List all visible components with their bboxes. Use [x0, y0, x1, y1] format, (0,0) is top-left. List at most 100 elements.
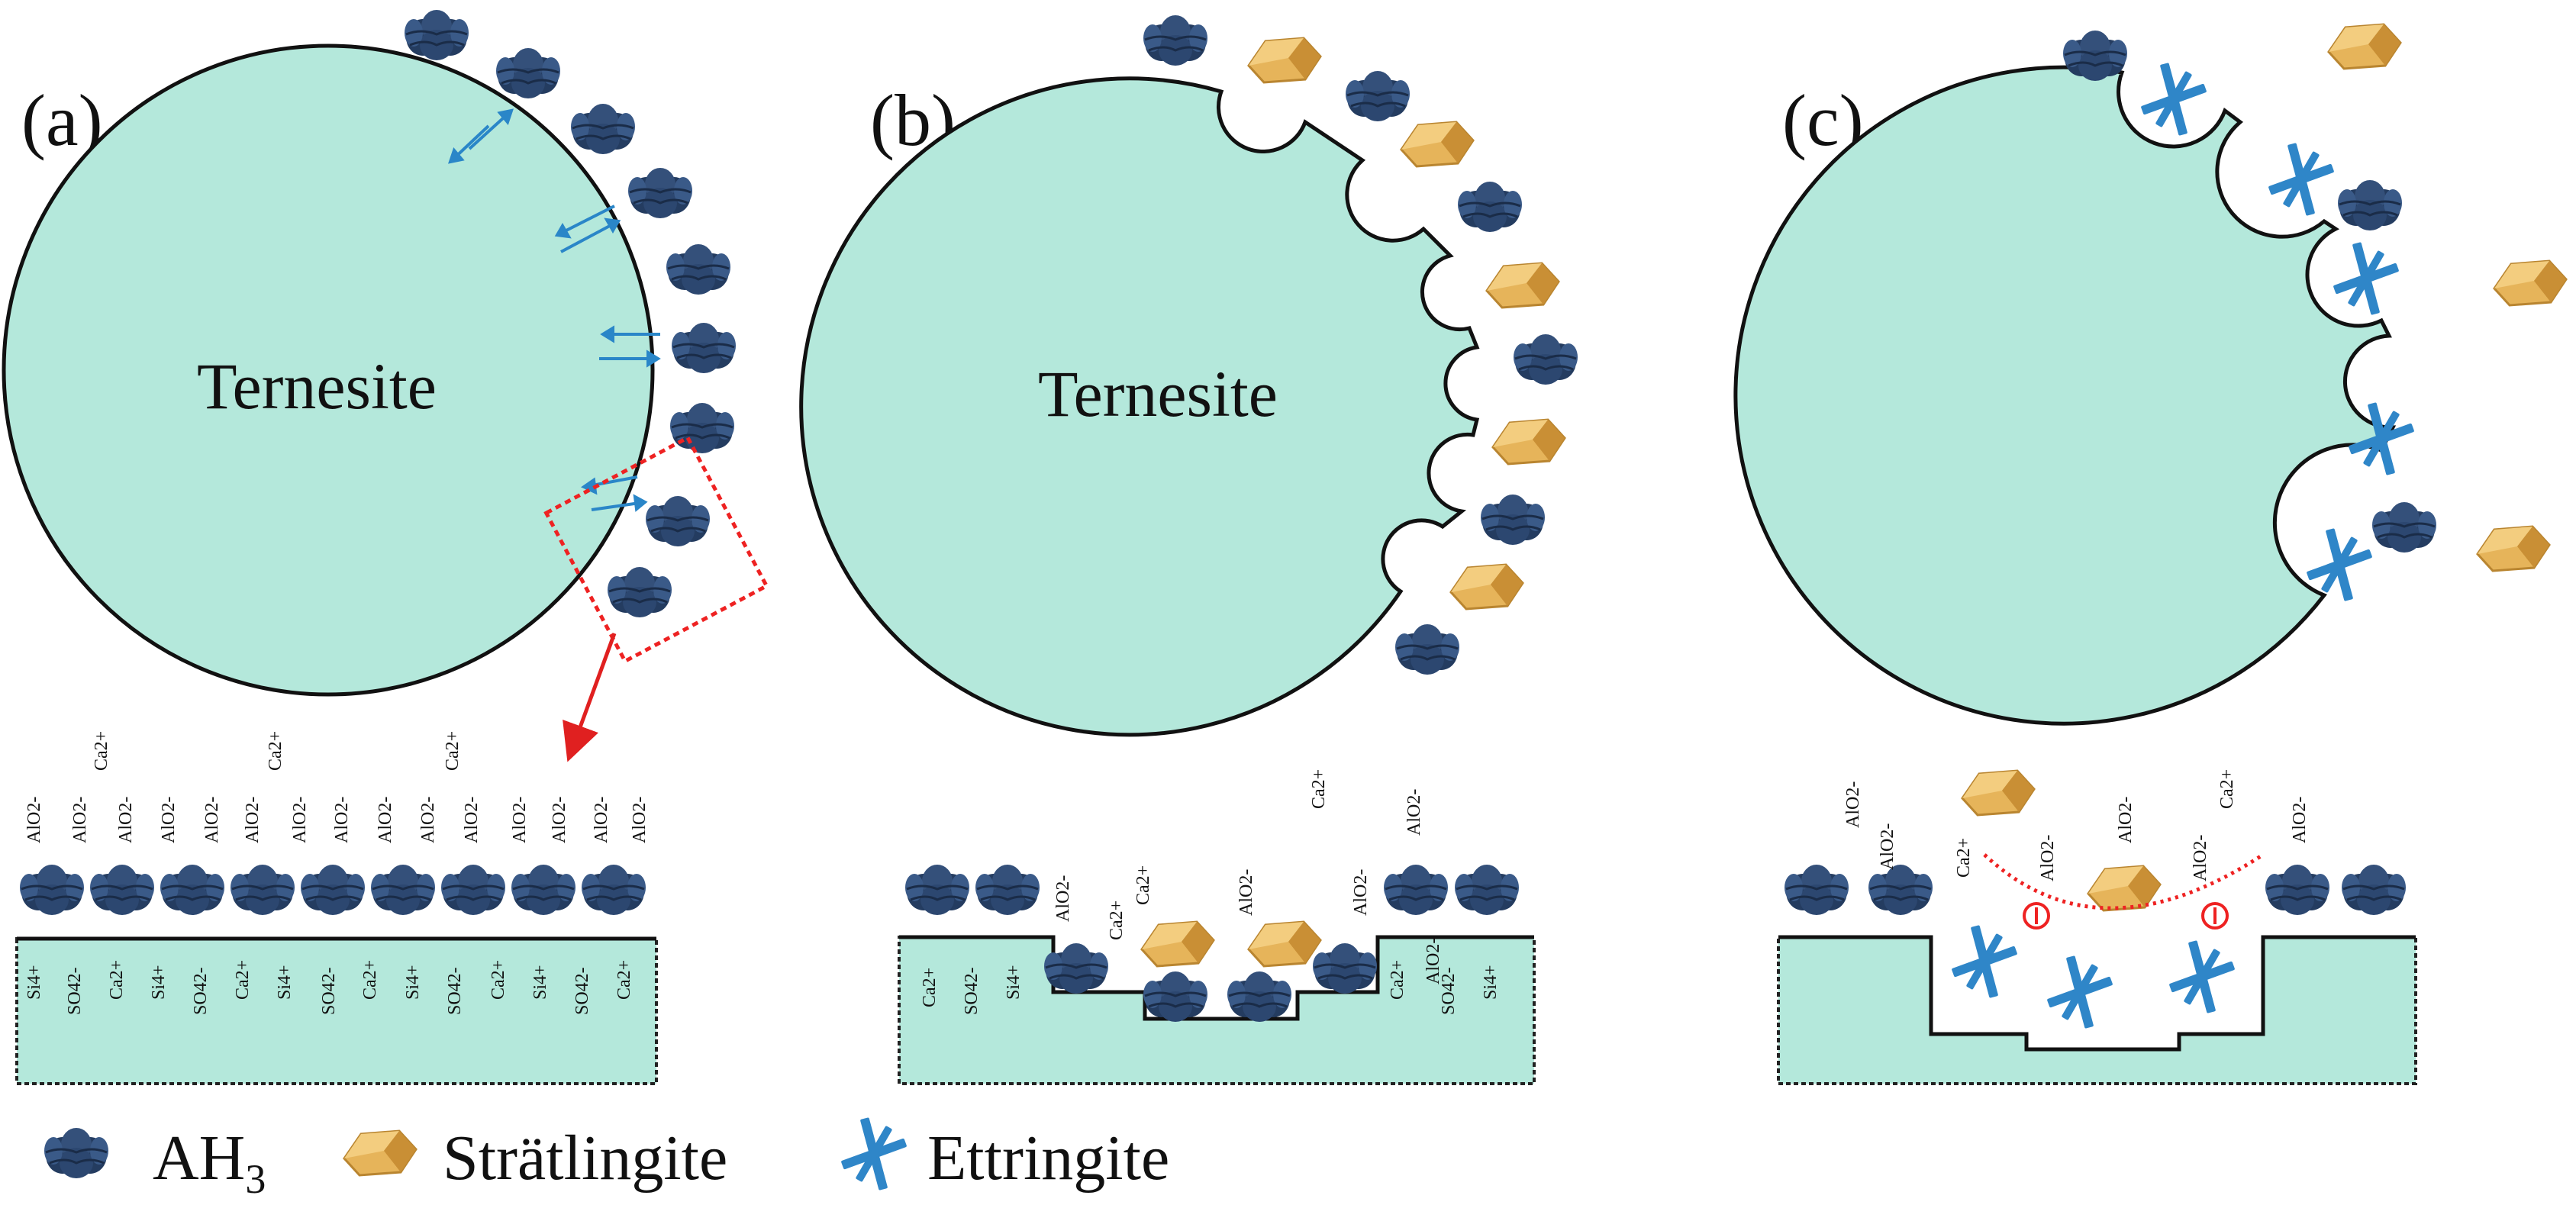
ah3-cluster: [974, 863, 1041, 917]
ah3-cluster: [1453, 863, 1520, 917]
ettringite-needle: [2168, 940, 2236, 1013]
legend-ettringite-icon: [840, 1117, 908, 1191]
ah3-cluster: [2371, 501, 2438, 554]
legend-ah3-label: AH3: [153, 1123, 266, 1202]
ah3-cluster: [1382, 863, 1449, 917]
ah3-cluster: [669, 401, 736, 455]
ah3-cluster: [1512, 333, 1579, 386]
ah3-cluster: [665, 243, 732, 296]
ah3-cluster: [2336, 179, 2404, 232]
svg-text:AlO2-: AlO2-: [1423, 938, 1443, 984]
ternesite-label-b: Ternesite: [1038, 357, 1278, 430]
svg-text:AlO2-: AlO2-: [1843, 781, 1863, 828]
ah3-cluster: [1226, 970, 1293, 1023]
stratlingite-plate: [1449, 563, 1524, 611]
ah3-cluster: [1311, 942, 1378, 995]
svg-text:Ca2+: Ca2+: [1954, 838, 1974, 878]
zoom-arrow: [563, 633, 617, 762]
ah3-cluster: [2340, 863, 2407, 917]
ion-labels-b: Ca2+ SO42- Si4+ AlO2- Ca2+ Ca2+ AlO2- Ca…: [920, 769, 1501, 1015]
legend-stratlingite-icon: [343, 1129, 418, 1177]
ettringite-needle: [2140, 63, 2207, 136]
svg-text:Si4+: Si4+: [24, 965, 44, 1000]
svg-text:Si4+: Si4+: [1004, 965, 1024, 1000]
stratlingite-plate: [1961, 769, 2036, 817]
stratlingite-plate: [1400, 121, 1475, 168]
ah3-cluster: [403, 8, 470, 62]
stratlingite-plate: [1140, 920, 1215, 968]
svg-text:Ca2+: Ca2+: [92, 731, 111, 771]
svg-text:SO42-: SO42-: [191, 967, 211, 1015]
legend-ettringite-label: Ettringite: [927, 1123, 1169, 1194]
svg-text:Ca2+: Ca2+: [266, 731, 285, 771]
svg-text:Ca2+: Ca2+: [920, 968, 940, 1007]
svg-text:Ca2+: Ca2+: [488, 960, 508, 1000]
ion-labels-bottom-a: Si4+ SO42- Ca2+ Si4+ SO42- Ca2+ Si4+ SO4…: [24, 960, 634, 1015]
svg-text:AlO2-: AlO2-: [376, 797, 395, 843]
svg-text:AlO2-: AlO2-: [1053, 875, 1073, 922]
ah3-cluster: [1394, 623, 1461, 676]
svg-text:Ca2+: Ca2+: [1107, 901, 1127, 940]
ah3-cluster: [1344, 69, 1411, 123]
svg-text:AlO2-: AlO2-: [1351, 869, 1371, 916]
ion-labels-c: AlO2- AlO2- Ca2+ AlO2- AlO2- AlO2- Ca2+ …: [1843, 769, 2310, 881]
legend-ah3-icon: [43, 1126, 110, 1180]
stratlingite-plate: [1491, 418, 1566, 466]
ah3-cluster: [495, 47, 562, 100]
svg-text:AlO2-: AlO2-: [2290, 797, 2310, 843]
svg-text:Ca2+: Ca2+: [614, 960, 634, 1000]
svg-text:AlO2-: AlO2-: [1236, 869, 1256, 916]
svg-text:AlO2-: AlO2-: [159, 797, 179, 843]
panel-a: (a) Ternesite: [2, 8, 769, 1085]
stratlingite-plate: [2493, 259, 2568, 307]
legend: AH3 Strätlingite Ettringite: [43, 1117, 1169, 1202]
svg-text:AlO2-: AlO2-: [550, 797, 569, 843]
svg-text:SO42-: SO42-: [962, 967, 982, 1015]
svg-text:Ca2+: Ca2+: [2217, 769, 2237, 809]
svg-text:Ca2+: Ca2+: [443, 731, 463, 771]
svg-text:AlO2-: AlO2-: [2191, 835, 2210, 881]
ettringite-needle: [1951, 925, 2018, 998]
svg-text:SO42-: SO42-: [319, 967, 339, 1015]
ettringite-needle: [2046, 955, 2113, 1029]
ah3-cluster: [644, 495, 711, 548]
svg-text:Si4+: Si4+: [403, 965, 423, 1000]
svg-text:AlO2-: AlO2-: [202, 797, 222, 843]
panel-a-label: (a): [21, 79, 103, 161]
svg-text:AlO2-: AlO2-: [332, 797, 352, 843]
svg-text:Ca2+: Ca2+: [1388, 960, 1407, 1000]
ah3-row-a: [18, 863, 647, 917]
svg-text:AlO2-: AlO2-: [116, 797, 136, 843]
svg-text:SO42-: SO42-: [445, 967, 465, 1015]
ah3-cluster: [1142, 970, 1209, 1023]
stratlingite-plate: [1247, 37, 1322, 84]
ah3-cluster: [2264, 863, 2331, 917]
stratlingite-plate: [2476, 525, 2551, 572]
ah3-cluster: [606, 565, 673, 619]
svg-text:AlO2-: AlO2-: [70, 797, 90, 843]
svg-text:AlO2-: AlO2-: [2038, 835, 2058, 881]
svg-text:Si4+: Si4+: [275, 965, 295, 1000]
svg-text:AlO2-: AlO2-: [1404, 789, 1424, 836]
panel-b: (b) Ternesite Ca2+ SO42- Si4+ AlO2-: [799, 14, 1579, 1085]
ah3-cluster: [627, 166, 694, 220]
svg-text:AlO2-: AlO2-: [592, 797, 611, 843]
svg-text:AlO2-: AlO2-: [243, 797, 263, 843]
ah3-cluster: [1142, 14, 1209, 67]
ternesite-particle-a: [2, 43, 655, 697]
svg-text:AlO2-: AlO2-: [510, 797, 530, 843]
ah3-cluster: [670, 321, 737, 375]
ternesite-particle-b: [799, 76, 1480, 737]
svg-text:Si4+: Si4+: [1481, 965, 1501, 1000]
svg-text:AlO2-: AlO2-: [2116, 797, 2136, 843]
svg-text:Ca2+: Ca2+: [1309, 769, 1329, 809]
ah3-cluster: [904, 863, 971, 917]
panel-c: (c) AlO2- AlO2- Ca2+ AlO: [1733, 23, 2568, 1085]
svg-text:Si4+: Si4+: [530, 965, 550, 1000]
exchange-arrows-a: [448, 108, 661, 512]
svg-text:AlO2-: AlO2-: [462, 797, 482, 843]
ettringite-needle: [2333, 242, 2400, 315]
charge-boundary: [1983, 852, 2265, 910]
surface-layer-c: [1777, 936, 2417, 1085]
